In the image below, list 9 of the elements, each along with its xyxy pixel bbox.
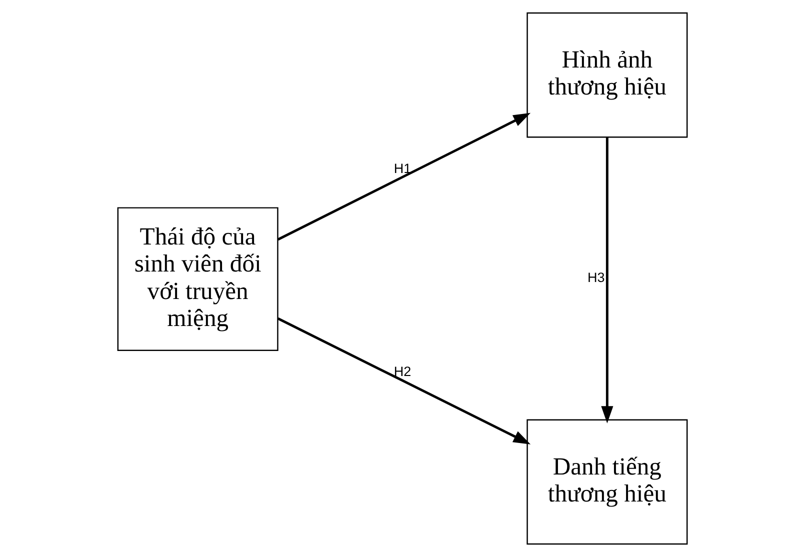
node-box: Danh tiếng thương hiệu (526, 419, 688, 545)
edge-label: H2 (394, 364, 412, 379)
node-box: Hình ảnh thương hiệu (526, 12, 688, 138)
arrow (277, 112, 531, 241)
edge-label: H3 (587, 270, 605, 285)
edge-label: H1 (394, 161, 412, 176)
arrow (277, 317, 531, 444)
arrow (601, 137, 614, 424)
node-box: Thái độ của sinh viên đối với truyền miệng (117, 207, 278, 352)
